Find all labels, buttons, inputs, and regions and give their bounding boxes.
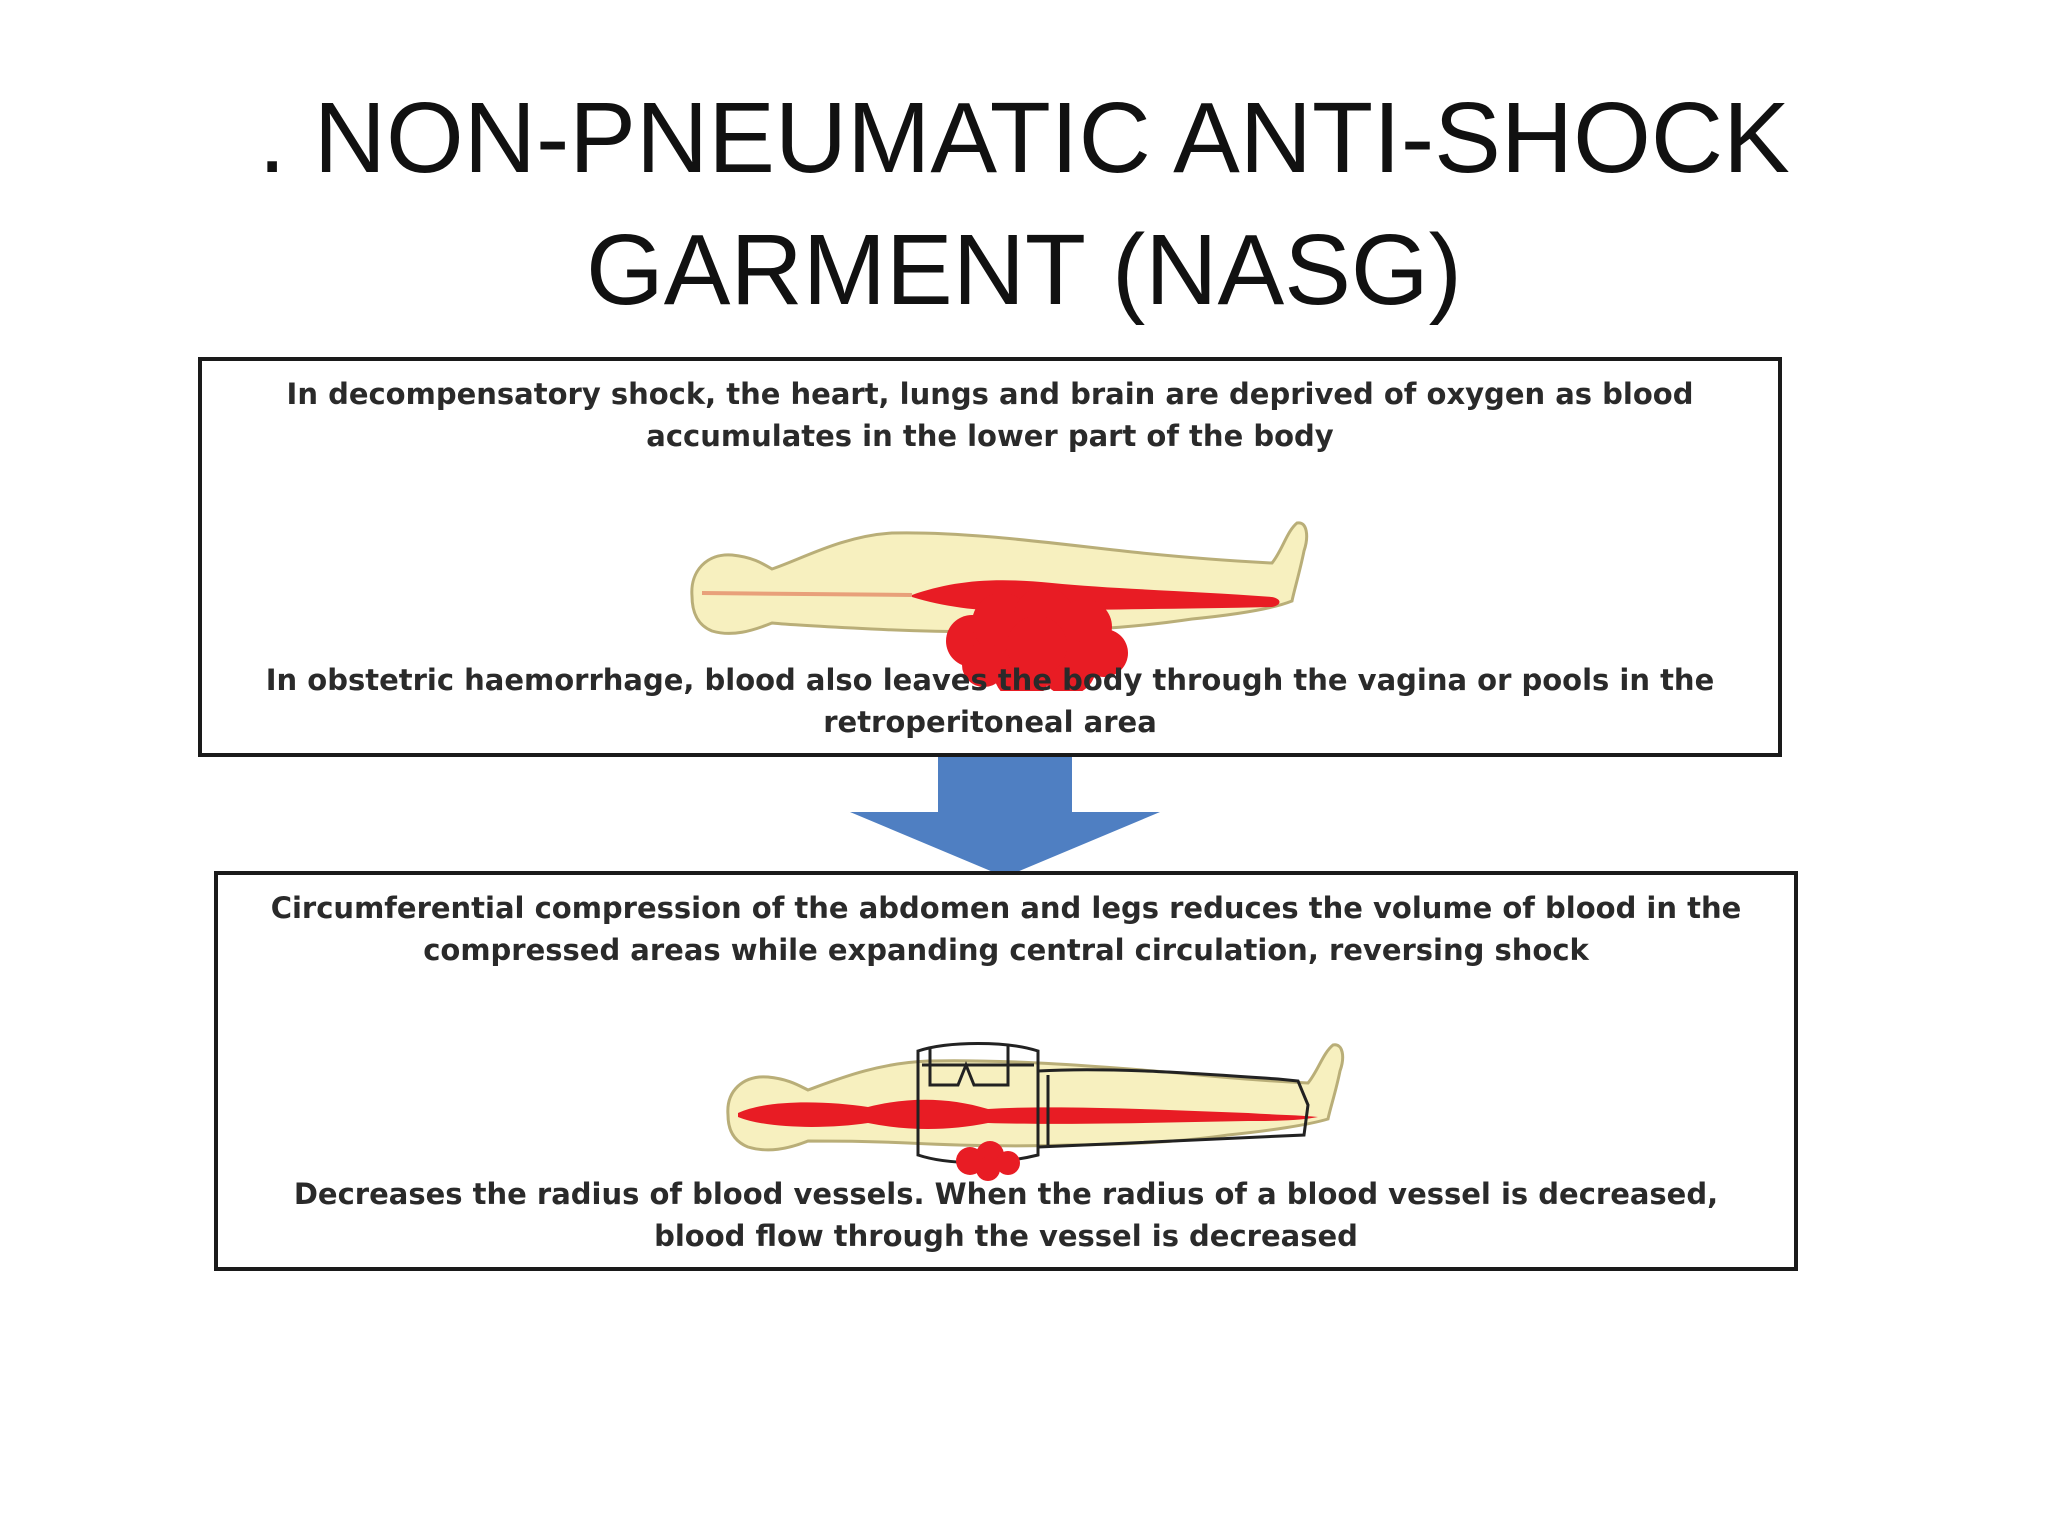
body-silhouette <box>726 1043 1345 1152</box>
shock-panel: In decompensatory shock, the heart, lung… <box>198 357 1782 757</box>
nasg-panel: Circumferential compression of the abdom… <box>214 871 1798 1271</box>
shock-panel-description: In decompensatory shock, the heart, lung… <box>286 377 1694 453</box>
compressed-body-figure-icon <box>726 1042 1345 1181</box>
down-arrow-icon <box>850 757 1160 877</box>
slide-title-line-1: . NON-PNEUMATIC ANTI-SHOCK <box>258 82 1790 194</box>
vessel-radius-note: Decreases the radius of blood vessels. W… <box>293 1177 1719 1253</box>
reduced-hemorrhage-pool <box>956 1141 1020 1181</box>
slide-title-line-2: GARMENT (NASG) <box>586 214 1462 326</box>
supine-body-figure-icon <box>690 521 1309 691</box>
nasg-panel-description: Circumferential compression of the abdom… <box>270 891 1742 967</box>
nasg-garment-outline <box>916 1042 1310 1164</box>
blood-vessel <box>701 591 913 597</box>
slide-title: . NON-PNEUMATIC ANTI-SHOCK GARMENT (NASG… <box>0 72 2048 336</box>
obstetric-haemorrhage-note: In obstetric haemorrhage, blood also lea… <box>265 663 1715 739</box>
central-circulation <box>738 1099 1318 1129</box>
hemorrhage-pool <box>946 587 1128 691</box>
